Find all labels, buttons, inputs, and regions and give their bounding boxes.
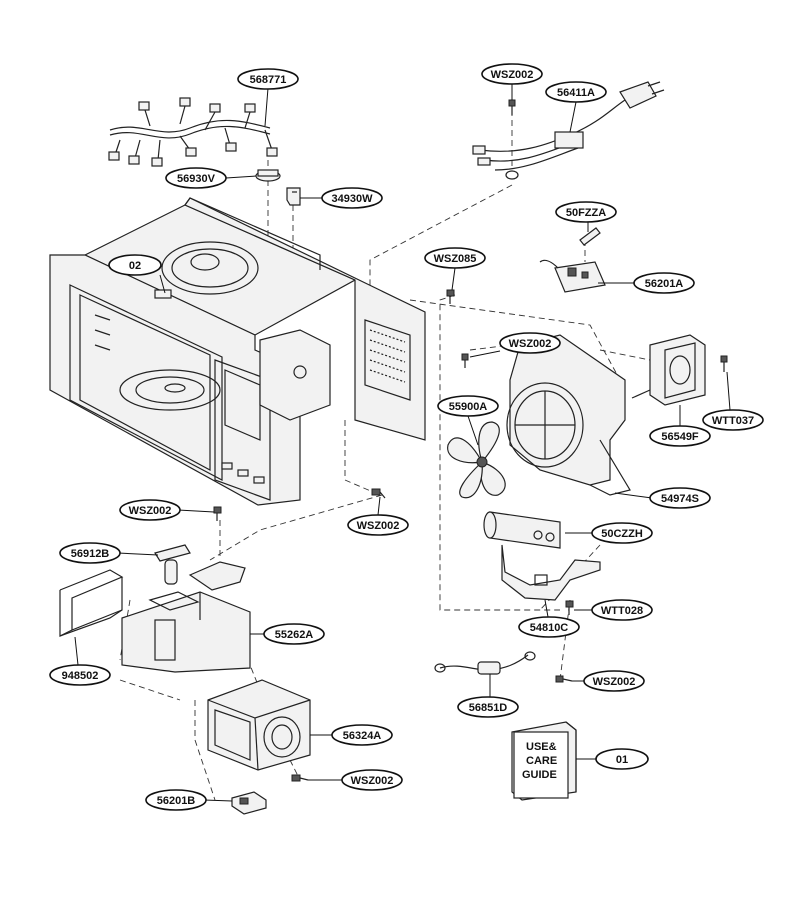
callout-wtt028-label: WTT028 [601,605,643,617]
callout-wsz002-top-label: WSZ002 [491,69,534,81]
callout-56912B: 56912B [59,542,121,564]
power-cord-part [472,81,665,180]
callout-wsz002-bottom-label: WSZ002 [351,775,394,787]
callout-56201A-label: 56201A [645,278,684,290]
callout-568771-label: 568771 [250,74,287,86]
callout-01-label: 01 [616,754,628,766]
transformer-base-part [121,591,251,673]
callout-56549F: 56549F [649,425,711,447]
callout-wsz002-cord-label: WSZ002 [593,676,636,688]
callout-55262A: 55262A [263,623,325,645]
screw-center-part [371,488,386,499]
fuse-part [579,227,601,246]
callout-wsz002-left: WSZ002 [119,499,181,521]
guide-line-1: USE& [526,741,557,753]
fan-blade-part [447,421,506,499]
gasket-part [59,569,124,637]
callout-wtt037-label: WTT037 [712,415,754,427]
diode-part [154,544,191,585]
thermostat-part [255,169,281,182]
screw-wtt037-part [720,355,728,372]
callout-55900A-label: 55900A [449,401,488,413]
callout-948502-label: 948502 [62,670,99,682]
callout-55900A: 55900A [437,395,499,417]
callout-56549F-label: 56549F [661,431,699,443]
screw-wsz085-part [446,289,455,304]
screw-mid-part [461,353,469,368]
callout-56201A: 56201A [633,272,695,294]
hv-fuse-cord-part [434,651,536,675]
callout-56930V-label: 56930V [177,173,216,185]
callout-wtt037: WTT037 [702,409,764,431]
callout-56930V: 56930V [165,167,227,189]
guide-line-3: GUIDE [522,769,557,781]
screw-wtt028-part [565,600,574,615]
capacitor-part [483,511,561,549]
callout-wsz002-center: WSZ002 [347,514,409,536]
noise-filter-board-part [539,259,606,293]
fan-duct-part [506,334,631,496]
callout-55262A-label: 55262A [275,629,314,641]
callout-50FZZA: 50FZZA [555,201,617,223]
callout-54974S: 54974S [649,487,711,509]
screw-top-part [508,99,516,115]
callout-wtt028: WTT028 [591,599,653,621]
callout-wsz002-top: WSZ002 [481,63,543,85]
callout-56912B-label: 56912B [71,548,110,560]
callout-54974S-label: 54974S [661,493,699,505]
callout-wsz002-cord: WSZ002 [583,670,645,692]
screw-cord-part [555,675,573,683]
callout-34930W: 34930W [321,187,383,209]
callout-56851D: 56851D [457,696,519,718]
callout-56411A: 56411A [545,81,607,103]
callout-568771: 568771 [237,68,299,90]
callout-02-label: 02 [129,260,141,272]
capacitor-bracket-part [501,544,601,601]
thermal-cutout-part [231,791,267,815]
callout-50CZZH: 50CZZH [591,522,653,544]
callout-54810C: 54810C [518,616,580,638]
wire-harness-part [108,97,278,167]
callout-wsz002-left-label: WSZ002 [129,505,172,517]
callout-948502: 948502 [49,664,111,686]
screw-bottom-part [291,774,309,782]
callout-56324A-label: 56324A [343,730,382,742]
callout-wsz002-mid: WSZ002 [499,332,561,354]
guide-line-2: CARE [526,755,557,767]
user-guide-book: USE& CARE GUIDE [511,721,577,801]
fan-motor-part [631,334,706,406]
callout-50FZZA-label: 50FZZA [566,207,606,219]
callout-56324A: 56324A [331,724,393,746]
callout-34930W-label: 34930W [332,193,374,205]
callout-56851D-label: 56851D [469,702,508,714]
screw-left-part [213,506,222,521]
cover-plate-part [188,561,246,591]
callout-wsz002-mid-label: WSZ002 [509,338,552,350]
callout-02: 02 [108,254,162,276]
sensor-bracket-part [286,187,301,206]
leader-lines [74,84,731,802]
callout-wsz085: WSZ085 [424,247,486,269]
callout-50CZZH-label: 50CZZH [601,528,643,540]
callout-wsz002-bottom: WSZ002 [341,769,403,791]
callout-wsz002-center-label: WSZ002 [357,520,400,532]
callout-01: 01 [595,748,649,770]
callout-wsz085-label: WSZ085 [434,253,477,265]
magnetron-part [207,679,311,771]
callout-56411A-label: 56411A [557,87,595,99]
oven-cavity-part [49,197,426,506]
callout-56201B-label: 56201B [157,795,196,807]
callout-54810C-label: 54810C [530,622,569,634]
callout-56201B: 56201B [145,789,207,811]
